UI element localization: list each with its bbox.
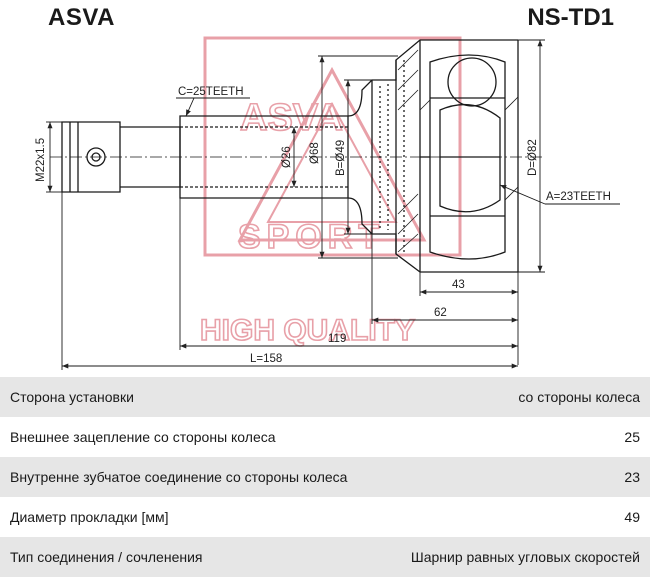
- length-62-label: 62: [434, 307, 447, 319]
- c-teeth-label: C=25TEETH: [178, 86, 244, 98]
- a-teeth-label: A=23TEETH: [546, 191, 611, 203]
- spec-label: Тип соединения / сочленения: [0, 537, 384, 577]
- watermark-sport-text: SPORT: [238, 218, 385, 256]
- length-158-label: L=158: [250, 353, 282, 365]
- table-row: Внутренне зубчатое соединение со стороны…: [0, 457, 650, 497]
- length-119-label: 119: [328, 333, 346, 345]
- table-row: Внешнее зацепление со стороны колеса 25: [0, 417, 650, 457]
- thread-label: M22x1.5: [35, 138, 47, 182]
- spec-value: 23: [383, 457, 650, 497]
- table-row: Сторона установки со стороны колеса: [0, 377, 650, 417]
- watermark-logo-text: ASVA: [240, 97, 343, 139]
- watermark: ASVA SPORT HIGH QUALITY: [199, 36, 462, 348]
- b49-label: B=Ø49: [335, 140, 347, 176]
- part-number: NS-TD1: [527, 4, 614, 31]
- d82-label: D=Ø82: [527, 139, 539, 176]
- table-row: Тип соединения / сочленения Шарнир равны…: [0, 537, 650, 577]
- dimension-lines: [46, 39, 620, 370]
- watermark-quality-text: HIGH QUALITY: [200, 314, 415, 347]
- length-43-label: 43: [452, 279, 465, 291]
- spec-label: Внутренне зубчатое соединение со стороны…: [0, 457, 384, 497]
- spec-value: 49: [383, 497, 650, 537]
- d26-label: Ø26: [281, 146, 293, 168]
- spec-value: со стороны колеса: [383, 377, 650, 417]
- d68-label: Ø68: [309, 142, 321, 164]
- spec-value: Шарнир равных угловых скоростей: [383, 537, 650, 577]
- spec-label: Сторона установки: [0, 377, 384, 417]
- specs-table: Сторона установки со стороны колеса Внеш…: [0, 377, 650, 577]
- spec-label: Диаметр прокладки [мм]: [0, 497, 384, 537]
- table-row: Диаметр прокладки [мм] 49: [0, 497, 650, 537]
- spec-value: 25: [383, 417, 650, 457]
- spec-label: Внешнее зацепление со стороны колеса: [0, 417, 384, 457]
- cv-joint-drawing: ASVA SPORT HIGH QUALITY: [35, 36, 620, 370]
- brand-name: ASVA: [48, 4, 115, 31]
